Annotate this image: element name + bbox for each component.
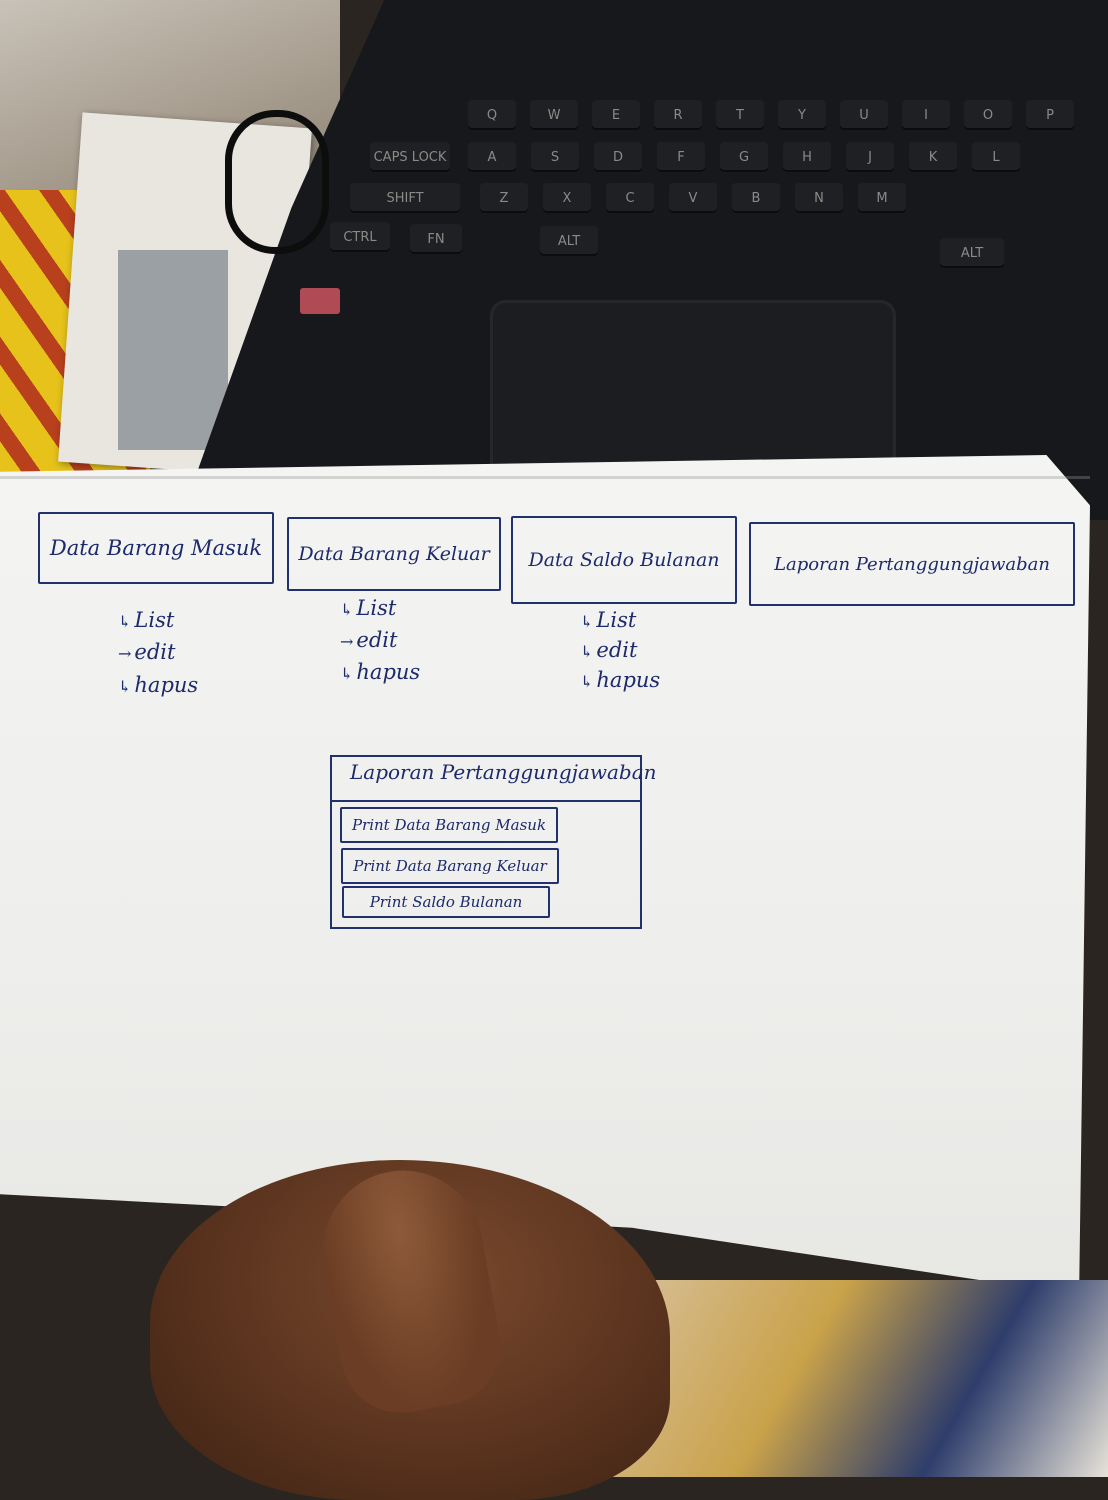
submenu-label: List (134, 608, 175, 632)
keyboard-key: E (592, 100, 640, 130)
keyboard-key: R (654, 100, 702, 130)
keyboard-key: Z (480, 183, 528, 213)
submenu-label: edit (596, 638, 638, 662)
submenu-item[interactable]: ↳List (580, 608, 637, 632)
keyboard-key: FN (410, 224, 462, 254)
keyboard-key: ALT (940, 238, 1004, 268)
menu-data-barang-keluar[interactable]: Data Barang Keluar (287, 517, 501, 591)
keyboard-key: F (657, 142, 705, 172)
keyboard-key: M (858, 183, 906, 213)
menu-data-saldo-bulanan[interactable]: Data Saldo Bulanan (511, 516, 737, 604)
menu-data-barang-masuk[interactable]: Data Barang Masuk (38, 512, 274, 584)
report-panel-title: Laporan Pertanggungjawaban (350, 760, 657, 784)
submenu-item[interactable]: →edit (118, 640, 176, 664)
print-data-barang-masuk-button[interactable]: Print Data Barang Masuk (340, 807, 558, 843)
submenu-item[interactable]: ↳hapus (580, 668, 661, 692)
submenu-label: hapus (134, 673, 199, 697)
keyboard-key: SHIFT (350, 183, 460, 213)
keyboard-key: H (783, 142, 831, 172)
keyboard-key: Q (468, 100, 516, 130)
report-panel (330, 755, 642, 929)
keyboard-key: I (902, 100, 950, 130)
print-data-barang-keluar-button[interactable]: Print Data Barang Keluar (341, 848, 559, 884)
submenu-label: List (356, 596, 397, 620)
keyboard-key: L (972, 142, 1020, 172)
submenu-label: hapus (356, 660, 421, 684)
keyboard-key: V (669, 183, 717, 213)
keyboard-key: J (846, 142, 894, 172)
keyboard-key: X (543, 183, 591, 213)
report-panel-divider (330, 800, 640, 802)
keyboard-key: CAPS LOCK (370, 142, 450, 172)
keyboard-key: U (840, 100, 888, 130)
print-saldo-bulanan-button[interactable]: Print Saldo Bulanan (342, 886, 550, 918)
keyboard-key: CTRL (330, 222, 390, 252)
paper-fold (0, 476, 1090, 479)
submenu-item[interactable]: ↳hapus (340, 660, 421, 684)
amd-sticker (300, 288, 340, 314)
submenu-item[interactable]: ↳List (118, 608, 175, 632)
keyboard-key: A (468, 142, 516, 172)
submenu-label: edit (134, 640, 176, 664)
keyboard-key: K (909, 142, 957, 172)
keyboard-key: P (1026, 100, 1074, 130)
submenu-item[interactable]: ↳edit (580, 638, 638, 662)
keyboard-key: C (606, 183, 654, 213)
keyboard-key: B (732, 183, 780, 213)
submenu-label: hapus (596, 668, 661, 692)
submenu-label: List (596, 608, 637, 632)
keyboard-key: ALT (540, 226, 598, 256)
keyboard-key: T (716, 100, 764, 130)
laptop-trackpad (490, 300, 896, 486)
keyboard-key: S (531, 142, 579, 172)
sketch-paper (0, 455, 1090, 1295)
submenu-label: edit (356, 628, 398, 652)
keyboard-key: W (530, 100, 578, 130)
book-cover-panel (118, 250, 228, 450)
keyboard-key: D (594, 142, 642, 172)
charging-cable (225, 110, 329, 254)
keyboard-key: O (964, 100, 1012, 130)
colorful-fabric (600, 1280, 1108, 1477)
menu-laporan-pertanggungjawaban[interactable]: Laporan Pertanggungjawaban (749, 522, 1075, 606)
keyboard-key: N (795, 183, 843, 213)
keyboard-key: G (720, 142, 768, 172)
submenu-item[interactable]: ↳hapus (118, 673, 199, 697)
submenu-item[interactable]: ↳List (340, 596, 397, 620)
keyboard-key: Y (778, 100, 826, 130)
submenu-item[interactable]: →edit (340, 628, 398, 652)
